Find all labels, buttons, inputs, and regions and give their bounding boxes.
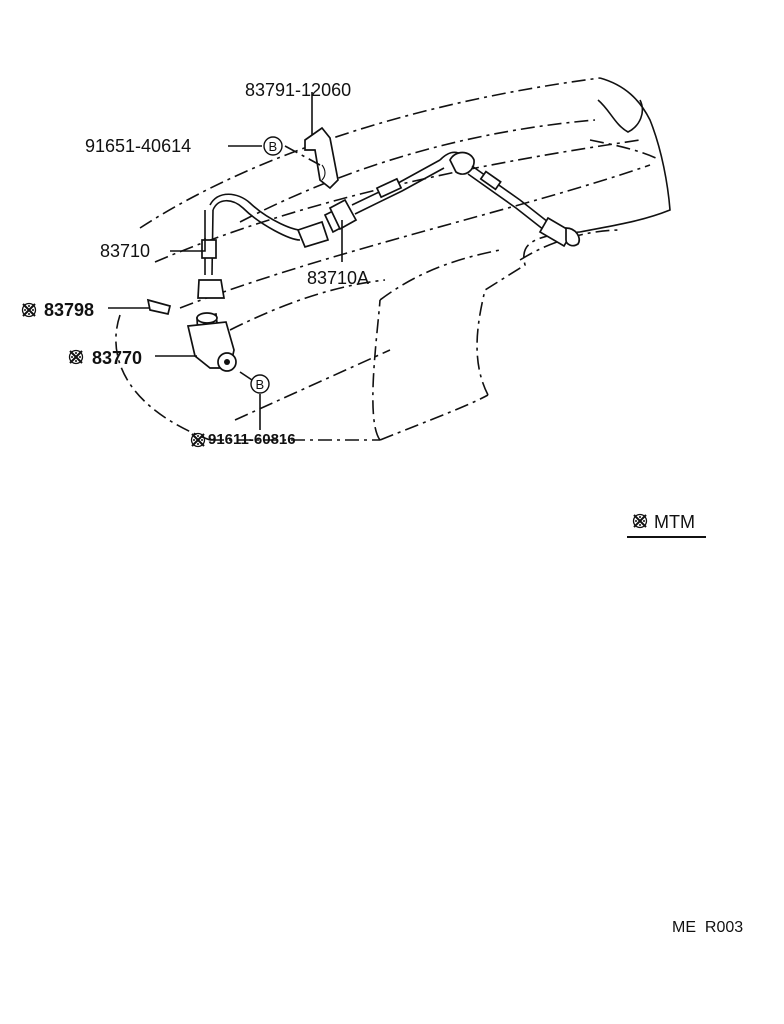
driven-gear-sleeve	[146, 298, 237, 372]
ref-mark-label: B	[269, 139, 278, 154]
asterisk-icon	[68, 349, 84, 365]
body-outline	[115, 77, 671, 441]
asterisk-icon	[632, 513, 648, 529]
callout-83710a: 83710A	[307, 268, 369, 288]
callout-83798: 83798	[44, 300, 94, 320]
model-note: MTM	[654, 512, 695, 532]
ref-mark-label: B	[256, 377, 265, 392]
ref-mark-b-top: B	[263, 136, 283, 156]
callout-83710: 83710	[100, 241, 150, 261]
asterisk-icon	[21, 302, 37, 318]
callout-83791-12060: 83791-12060	[245, 80, 351, 100]
ref-mark-b-bottom: B	[250, 374, 270, 394]
page-code: ME R003	[672, 919, 743, 936]
cable-clamp	[304, 126, 339, 190]
callout-91651-40614: 91651-40614	[85, 136, 191, 156]
asterisk-icon	[190, 432, 206, 448]
callout-83770: 83770	[92, 348, 142, 368]
speedometer-cable	[197, 151, 581, 299]
leader-lines	[108, 92, 343, 430]
callout-91611-60816: 91611-60816	[208, 431, 296, 448]
